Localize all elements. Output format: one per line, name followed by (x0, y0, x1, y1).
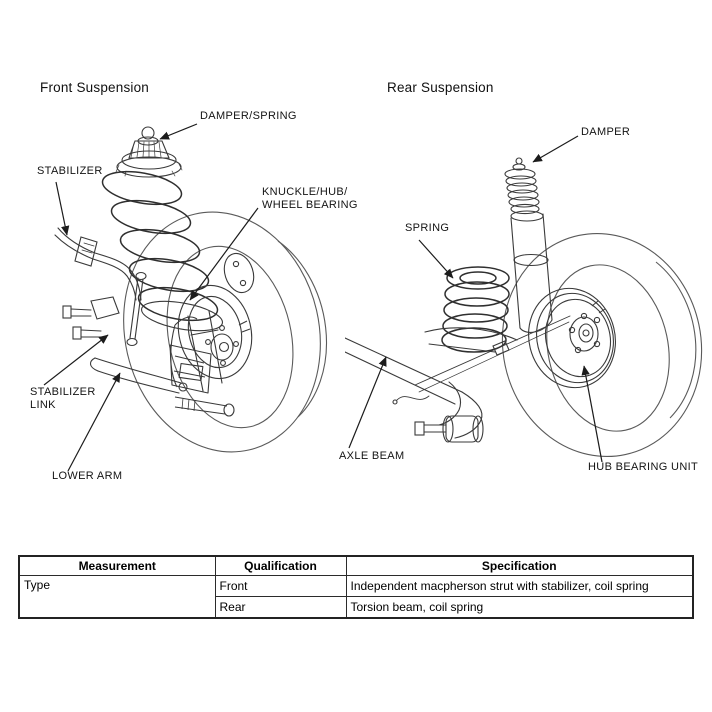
knuckle-arrow (189, 207, 259, 301)
front-suspension-diagram (43, 123, 328, 472)
front-damper-spring-assembly (101, 126, 255, 392)
rear-tire (501, 232, 703, 458)
rear-axle-beam (345, 315, 571, 443)
front-suspension-title: Front Suspension (40, 80, 150, 95)
label-stabilizer: STABILIZER (37, 165, 103, 177)
axle-beam-arrow (348, 356, 387, 449)
label-hub-bearing-unit: HUB BEARING UNIT (588, 461, 699, 473)
table-header-row: Measurement Qualification Specification (18, 555, 694, 576)
stabilizer-link-arrow (43, 334, 109, 386)
table-row: Rear Torsion beam, coil spring (19, 596, 694, 619)
header-specification: Specification (345, 555, 694, 576)
table-row: Type Front Independent macpherson strut … (18, 575, 694, 619)
front-stabilizer-lower-arm (54, 227, 188, 394)
header-measurement: Measurement (18, 555, 216, 576)
rear-leader-arrows (348, 135, 603, 463)
rear-suspension-title: Rear Suspension (387, 80, 494, 95)
label-spring: SPRING (405, 222, 450, 234)
header-qualification: Qualification (214, 555, 347, 576)
stabilizer-arrow (55, 181, 70, 236)
front-tire (123, 211, 328, 453)
label-lower-arm: LOWER ARM (52, 470, 123, 482)
cell-qualification-rear: Rear (214, 596, 347, 619)
cell-specification-rear: Torsion beam, coil spring (345, 596, 694, 619)
label-damper: DAMPER (581, 126, 631, 138)
rear-damper (504, 157, 553, 333)
damper-arrow (532, 135, 579, 163)
specification-table: Measurement Qualification Specification … (18, 555, 694, 619)
rear-spring (441, 266, 510, 353)
rear-hub-drum (528, 287, 616, 389)
lower-arm-arrow (67, 372, 121, 472)
front-leader-arrows (43, 123, 259, 472)
cell-qualification-front: Front (214, 575, 347, 597)
cell-specification-front: Independent macpherson strut with stabil… (345, 575, 694, 597)
label-stabilizer-link: STABILIZER LINK (30, 386, 96, 411)
label-knuckle-hub-wheel-bearing: KNUCKLE/HUB/ WHEEL BEARING (262, 186, 358, 211)
damper-spring-arrow (159, 123, 198, 140)
spring-arrow (418, 239, 454, 279)
front-knuckle-hub (169, 284, 253, 417)
hub-bearing-arrow (581, 365, 603, 463)
rear-suspension-diagram (345, 135, 703, 463)
cell-measurement-type: Type (18, 575, 216, 619)
label-damper-spring: DAMPER/SPRING (200, 110, 297, 122)
label-axle-beam: AXLE BEAM (339, 450, 405, 462)
